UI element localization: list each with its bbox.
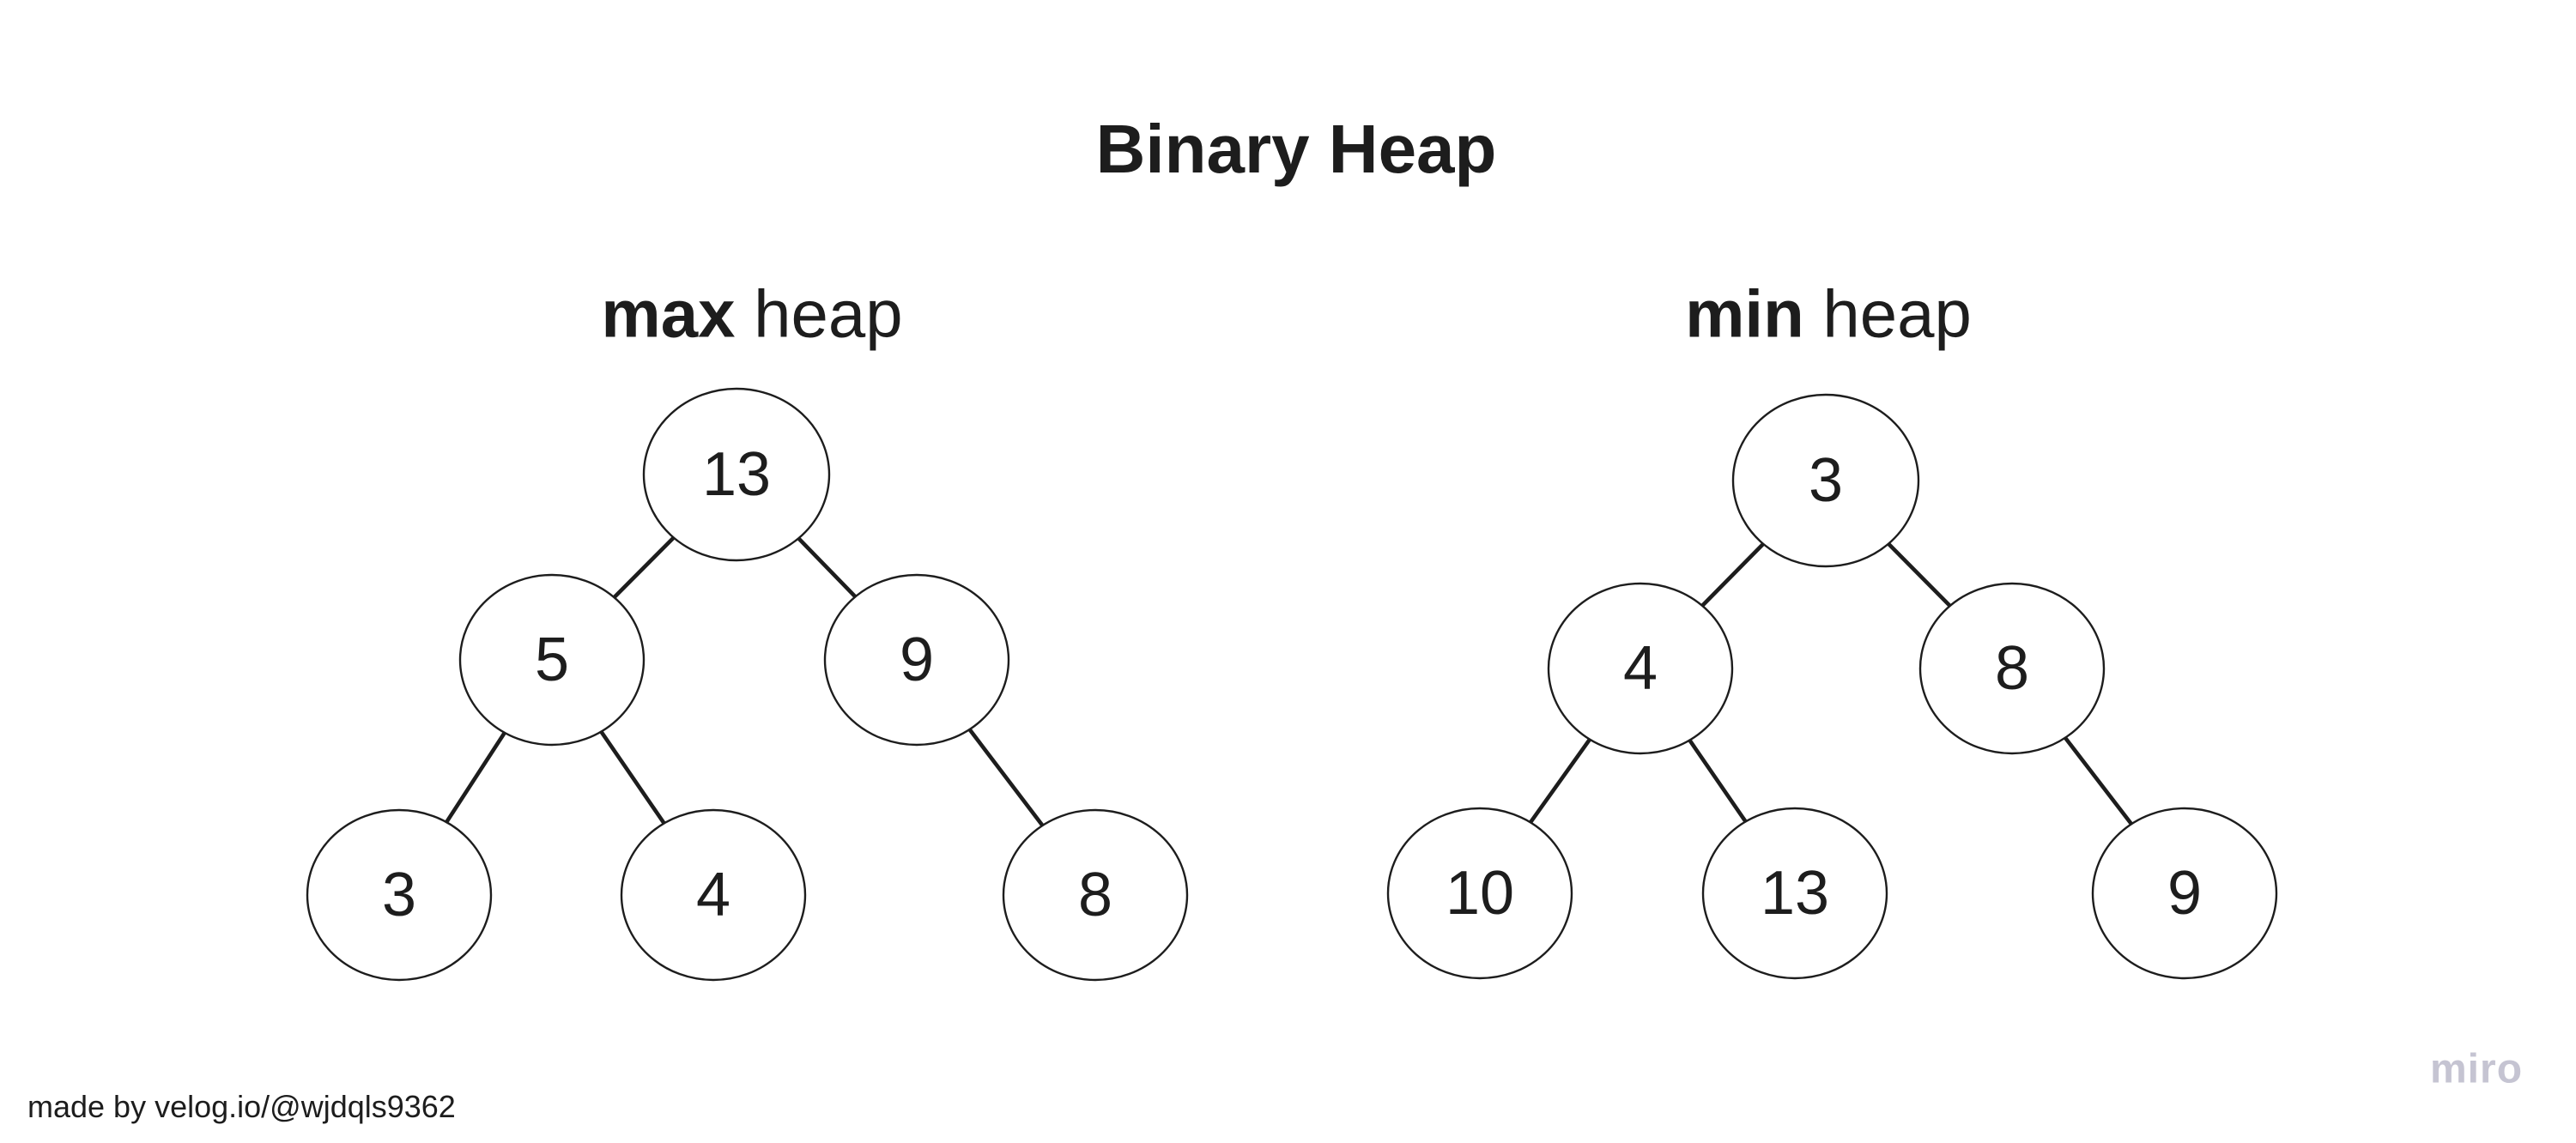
min-heap-node-5: 9 [2091, 807, 2278, 980]
node-circle [1731, 393, 1920, 568]
min-heap-label: min heap [1685, 275, 1972, 354]
min-heap-label-emphasis: min [1685, 275, 1804, 352]
node-value: 3 [382, 861, 416, 929]
max-heap-node-1: 5 [458, 573, 646, 747]
node-value: 9 [2167, 859, 2202, 928]
max-heap-node-0: 13 [642, 387, 831, 562]
min-heap-tree: 3 4 8 10 13 9 [1386, 393, 2278, 980]
min-heap-node-1: 4 [1547, 582, 1734, 755]
max-heap-label-emphasis: max [601, 275, 736, 352]
node-value: 9 [900, 626, 934, 694]
node-value: 10 [1446, 859, 1514, 928]
node-value: 13 [702, 440, 771, 509]
min-heap-node-2: 8 [1918, 582, 2106, 755]
node-circle [1002, 808, 1189, 982]
node-value: 4 [1623, 634, 1658, 703]
node-circle [1386, 807, 1573, 980]
miro-watermark: miro [2429, 1046, 2524, 1092]
node-circle [642, 387, 831, 562]
min-heap-node-0: 3 [1731, 393, 1920, 568]
max-heap-tree: 13 5 9 3 4 8 [306, 387, 1189, 982]
node-circle [1701, 807, 1888, 980]
min-heap-node-4: 13 [1701, 807, 1888, 980]
node-circle [620, 808, 807, 982]
node-circle [1918, 582, 2106, 755]
node-circle [306, 808, 493, 982]
node-circle [458, 573, 646, 747]
max-heap-node-3: 3 [306, 808, 493, 982]
max-heap-label-rest: heap [735, 275, 903, 352]
node-value: 8 [1078, 861, 1112, 929]
node-value: 13 [1761, 859, 1829, 928]
max-heap-node-4: 4 [620, 808, 807, 982]
max-heap-node-2: 9 [823, 573, 1010, 747]
node-value: 4 [696, 861, 730, 929]
page-title: Binary Heap [1095, 111, 1497, 187]
min-heap-node-3: 10 [1386, 807, 1573, 980]
node-circle [823, 573, 1010, 747]
min-heap-label-rest: heap [1803, 275, 1972, 352]
node-value: 5 [535, 626, 569, 694]
node-value: 8 [1995, 634, 2029, 703]
node-circle [2091, 807, 2278, 980]
max-heap-label: max heap [601, 275, 902, 354]
max-heap-node-5: 8 [1002, 808, 1189, 982]
node-circle [1547, 582, 1734, 755]
credit-text: made by velog.io/@wjdqls9362 [27, 1089, 456, 1124]
node-value: 3 [1809, 446, 1843, 515]
